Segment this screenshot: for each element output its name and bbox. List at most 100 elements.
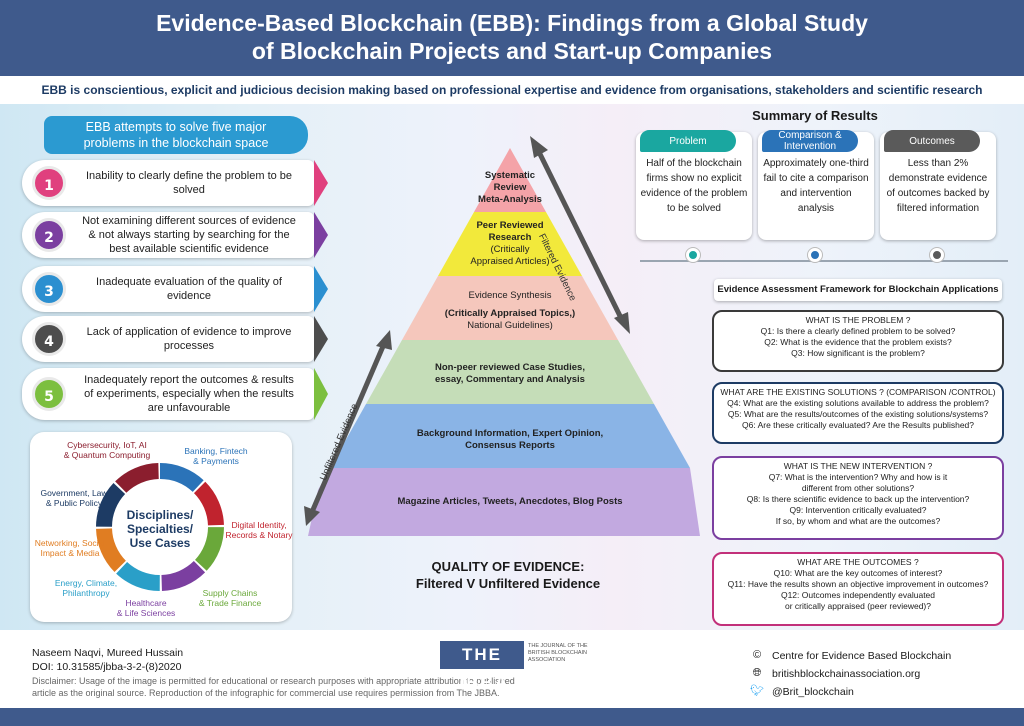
framework-box-outcomes: WHAT ARE THE OUTCOMES ? Q10: What are th… (712, 552, 1004, 626)
problem-item-4: 4 Lack of application of evidence to imp… (22, 316, 328, 362)
wheel-label-identity: Digital Identity,Records & Notary (225, 520, 293, 540)
chevron-right-icon (314, 266, 328, 312)
bottom-bar (0, 708, 1024, 726)
copyright-icon: © (752, 649, 762, 661)
timeline-dot (686, 248, 700, 262)
pyramid-tier-3 (402, 276, 618, 340)
box-line: Q6: Are these critically evaluated? Are … (742, 420, 974, 430)
wheel-label-energy: Energy, Climate,Philanthropy (54, 578, 118, 598)
problem-text: Inadequately report the outcomes & resul… (84, 374, 294, 414)
number-badge: 3 (32, 272, 66, 306)
pyramid-tier-6 (308, 468, 700, 536)
card-tab: Problem (640, 130, 736, 152)
contact-org: © Centre for Evidence Based Blockchain (753, 649, 951, 662)
problems-heading: EBB attempts to solve five major problem… (44, 116, 308, 154)
page-title-line1: Evidence-Based Blockchain (EBB): Finding… (156, 10, 868, 36)
pyramid-tier-1 (474, 148, 546, 212)
card-text: Less than 2% demonstrate evidence of out… (886, 158, 990, 214)
problem-text: Inadequate evaluation of the quality of … (96, 276, 282, 302)
problem-text: Inability to clearly define the problem … (85, 170, 293, 196)
pyramid-tier-2 (438, 212, 582, 276)
box-line: Q11: Have the results shown an objective… (727, 579, 989, 589)
doi-link[interactable]: DOI: 10.31585/jbba-3-2-(8)2020 (32, 661, 182, 673)
problems-heading-line2: problems in the blockchain space (83, 136, 269, 150)
framework-title: Evidence Assessment Framework for Blockc… (714, 279, 1002, 301)
disclaimer: Disclaimer: Usage of the image is permit… (32, 675, 642, 699)
box-line: Q9: Intervention critically evaluated? (789, 505, 927, 515)
framework-box-problem: WHAT IS THE PROBLEM ? Q1: Is there a cle… (712, 310, 1004, 372)
summary-card-problem: Problem Half of the blockchain firms sho… (636, 130, 752, 262)
card-text: Half of the blockchain firms show no exp… (640, 158, 748, 214)
pyramid-tier-5 (330, 404, 690, 468)
summary-timeline (640, 260, 1008, 262)
wheel-center-line3: Use Cases (129, 536, 191, 550)
problem-item-1: 1 Inability to clearly define the proble… (22, 160, 328, 206)
authors-block: Naseem Naqvi, Mureed Hussain DOI: 10.315… (32, 646, 183, 674)
wheel-label-government: Government, Law& Public Policy (40, 488, 108, 508)
chevron-right-icon (314, 316, 328, 362)
tier4-label: Non-peer reviewed Case Studies,essay, Co… (435, 362, 585, 385)
filtered-arrow (530, 136, 630, 334)
jbba-logo-subtitle: THE JOURNAL OF THE BRITISH BLOCKCHAIN AS… (528, 643, 588, 663)
chevron-right-icon (314, 212, 328, 258)
twitter-icon: 🐦︎ (750, 685, 764, 697)
box-heading: WHAT IS THE PROBLEM ? (805, 315, 911, 325)
summary-card-comparison: Comparison & Intervention Approximately … (758, 130, 874, 262)
contact-twitter[interactable]: 🐦︎ @Brit_blockchain (750, 685, 854, 698)
page-title-line2: of Blockchain Projects and Start-up Comp… (251, 38, 773, 64)
tier5-label: Background Information, Expert Opinion,C… (416, 428, 604, 451)
framework-box-intervention: WHAT IS THE NEW INTERVENTION ? Q7: What … (712, 456, 1004, 540)
problem-item-3: 3 Inadequate evaluation of the quality o… (22, 266, 328, 312)
problem-text: Not examining different sources of evide… (82, 215, 296, 255)
jbba-logo: THE JBBA (440, 641, 524, 692)
disclaimer-line2: article as the original source. Reproduc… (32, 688, 500, 698)
number-badge: 4 (32, 322, 66, 356)
chevron-right-icon (314, 160, 328, 206)
box-line: Q3: How significant is the problem? (791, 348, 925, 358)
problem-item-5: 5 Inadequately report the outcomes & res… (22, 368, 328, 420)
box-heading: WHAT ARE THE EXISTING SOLUTIONS ? (COMPA… (720, 387, 996, 397)
box-heading: WHAT ARE THE OUTCOMES ? (797, 557, 919, 567)
quality-line2: Filtered V Unfiltered Evidence (415, 576, 601, 591)
tier3-label: Evidence Synthesis(Critically Appraised … (444, 290, 576, 331)
box-line: or critically appraised (peer reviewed)? (785, 601, 931, 611)
quality-of-evidence-caption: QUALITY OF EVIDENCE: Filtered V Unfilter… (398, 558, 618, 592)
box-heading: WHAT IS THE NEW INTERVENTION ? (783, 461, 933, 471)
globe-icon: 🌐︎ (752, 667, 762, 679)
pyramid-tier-4 (366, 340, 654, 404)
number-badge: 1 (32, 166, 66, 200)
box-line: Q12: Outcomes independently evaluated (780, 590, 936, 600)
box-line: Q4: What are the existing solutions avai… (727, 398, 989, 408)
wheel-label-cybersecurity: Cybersecurity, IoT, AI& Quantum Computin… (63, 440, 151, 460)
twitter-link[interactable]: @Brit_blockchain (772, 686, 854, 698)
wheel-label-banking: Banking, Fintech& Payments (184, 446, 248, 466)
box-line: Q5: What are the results/outcomes of the… (727, 409, 989, 419)
box-line: Q1: Is there a clearly defined problem t… (760, 326, 956, 336)
website-link[interactable]: britishblockchainassociation.org (772, 668, 921, 680)
summary-title: Summary of Results (752, 108, 878, 123)
card-text: Approximately one-third fail to cite a c… (763, 158, 869, 214)
problems-heading-line1: EBB attempts to solve five major (85, 120, 267, 134)
contact-website[interactable]: 🌐︎ britishblockchainassociation.org (753, 667, 921, 680)
wheel-label-healthcare: Healthcare& Life Sciences (116, 598, 176, 618)
card-tab: Outcomes (884, 130, 980, 152)
wheel-label-supply: Supply Chains& Trade Finance (198, 588, 262, 608)
wheel-center-line1: Disciplines/ (126, 508, 194, 522)
box-line: Q2: What is the evidence that the proble… (764, 337, 952, 347)
framework-box-solutions: WHAT ARE THE EXISTING SOLUTIONS ? (COMPA… (712, 382, 1004, 444)
tier6-label: Magazine Articles, Tweets, Anecdotes, Bl… (397, 496, 623, 507)
authors: Naseem Naqvi, Mureed Hussain (32, 647, 184, 659)
page-subtitle: EBB is conscientious, explicit and judic… (0, 76, 1024, 104)
chevron-right-icon (314, 368, 328, 420)
quality-line1: QUALITY OF EVIDENCE: (431, 559, 585, 574)
wheel-center-line2: Specialties/ (126, 522, 194, 536)
timeline-dot (930, 248, 944, 262)
box-line: Q10: What are the key outcomes of intere… (773, 568, 943, 578)
card-tab: Comparison & Intervention (762, 130, 858, 152)
box-line: Q8: Is there scientific evidence to back… (746, 494, 970, 504)
disclaimer-line1: Disclaimer: Usage of the image is permit… (32, 676, 515, 686)
number-badge: 5 (32, 377, 66, 411)
